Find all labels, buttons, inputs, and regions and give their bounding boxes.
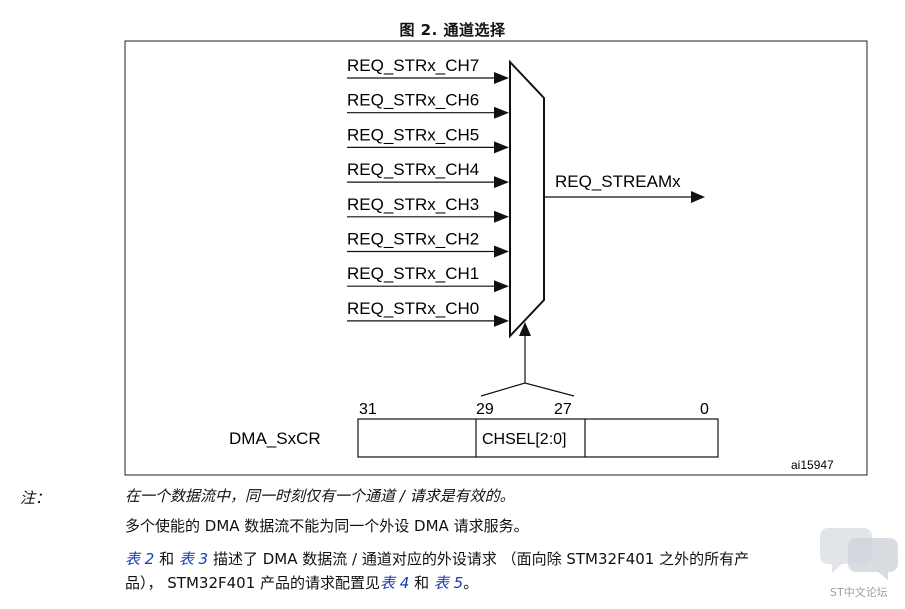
input-arrowhead (494, 72, 509, 84)
chat-bubble-icon (820, 528, 898, 580)
input-arrowhead (494, 106, 509, 119)
figure-frame (124, 40, 868, 476)
input-arrowhead (494, 280, 509, 293)
bit-label-29: 29 (476, 401, 494, 418)
bit-label-0: 0 (700, 401, 709, 418)
note-line-4: 品）， STM32F401 产品的请求配置见表 4 和 表 5。 (125, 572, 478, 594)
note-label: 注： (20, 489, 51, 507)
output-label: REQ_STREAMx (555, 172, 681, 191)
figure-id: ai15947 (791, 458, 834, 472)
input-label: REQ_STRx_CH5 (347, 125, 479, 144)
input-label: REQ_STRx_CH7 (347, 56, 479, 75)
input-label: REQ_STRx_CH4 (347, 160, 479, 179)
table-5-link[interactable]: 表 5 (433, 574, 464, 592)
bit-label-31: 31 (359, 401, 377, 418)
note-line-1: 在一个数据流中，同一时刻仅有一个通道 / 请求是有效的。 (125, 487, 515, 505)
select-bracket (480, 382, 575, 397)
input-lines: REQ_STRx_CH7REQ_STRx_CH6REQ_STRx_CH5REQ_… (347, 56, 509, 327)
note-line-3: 表 2 和 表 3 描述了 DMA 数据流 / 通道对应的外设请求 （面向除 S… (125, 548, 749, 570)
note-and-2: 和 (409, 574, 434, 592)
note-line-2: 多个使能的 DMA 数据流不能为同一个外设 DMA 请求服务。 (125, 517, 529, 535)
bit-label-27: 27 (554, 401, 572, 418)
register-name: DMA_SxCR (229, 429, 321, 448)
note-and-1: 和 (154, 550, 179, 568)
input-arrowhead (494, 245, 509, 258)
watermark: ST中文论坛 (800, 522, 905, 609)
input-label: REQ_STRx_CH3 (347, 195, 479, 214)
input-label: REQ_STRx_CH0 (347, 299, 479, 318)
figure-title: 图 2. 通道选择 (399, 21, 506, 39)
input-arrowhead (494, 141, 509, 154)
input-label: REQ_STRx_CH2 (347, 230, 479, 249)
input-arrowhead (494, 210, 509, 223)
register-box (357, 418, 719, 458)
multiplexer (509, 59, 545, 339)
chsel-field-label: CHSEL[2:0] (482, 431, 566, 448)
table-2-link[interactable]: 表 2 (125, 550, 155, 568)
select-arrowhead (519, 322, 531, 336)
note-line-4-text: 品）， STM32F401 产品的请求配置见 (125, 574, 381, 592)
table-3-link[interactable]: 表 3 (178, 550, 209, 568)
watermark-text: ST中文论坛 (830, 586, 888, 599)
output-arrowhead (691, 191, 705, 203)
input-arrowhead (494, 314, 509, 327)
table-4-link[interactable]: 表 4 (380, 574, 410, 592)
note-end: 。 (463, 574, 479, 592)
input-arrowhead (494, 176, 509, 189)
input-label: REQ_STRx_CH6 (347, 91, 479, 110)
channel-selection-diagram: REQ_STRx_CH7REQ_STRx_CH6REQ_STRx_CH5REQ_… (124, 40, 868, 476)
note-line-3-text: 描述了 DMA 数据流 / 通道对应的外设请求 （面向除 STM32F401 之… (208, 550, 750, 568)
input-label: REQ_STRx_CH1 (347, 264, 479, 283)
